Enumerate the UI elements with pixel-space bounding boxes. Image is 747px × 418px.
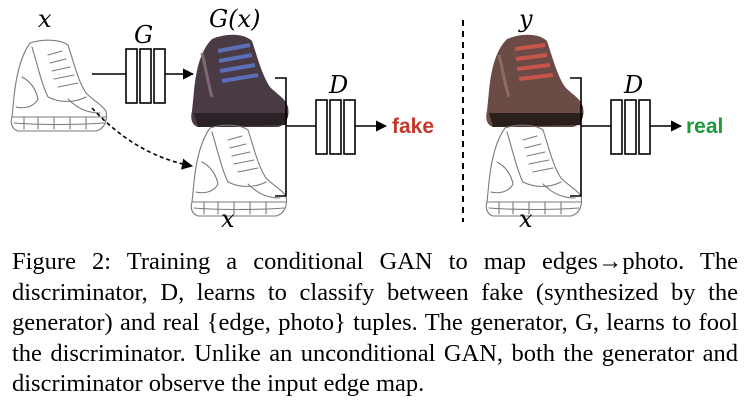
discriminator-label-right: D	[623, 71, 643, 99]
conditional-input-dashed-arrow	[91, 107, 194, 170]
real-image-y-label: y	[518, 5, 533, 33]
real-conditional-edge-sketch	[485, 124, 583, 217]
input-edge-sketch	[10, 39, 108, 132]
generator-block	[125, 48, 166, 104]
real-pair-bracket	[570, 77, 611, 197]
input-x-label: x	[38, 5, 52, 33]
real-shoe-image	[486, 34, 584, 127]
conditional-x-label: x	[221, 205, 235, 233]
real-output-label: real	[686, 115, 723, 138]
generated-shoe-image	[191, 34, 289, 127]
discriminator-block-real	[610, 99, 651, 155]
conditional-edge-sketch	[190, 124, 288, 217]
discriminator-block-fake	[315, 99, 356, 155]
discriminator-label: D	[328, 71, 348, 99]
generated-image-label: G(x)	[209, 5, 260, 33]
fake-output-label: fake	[392, 115, 434, 138]
real-conditional-x-label: x	[519, 205, 533, 233]
generator-label: G	[134, 21, 153, 49]
fake-pair-bracket	[275, 77, 316, 197]
figure-caption: Figure 2: Training a conditional GAN to …	[12, 248, 738, 397]
